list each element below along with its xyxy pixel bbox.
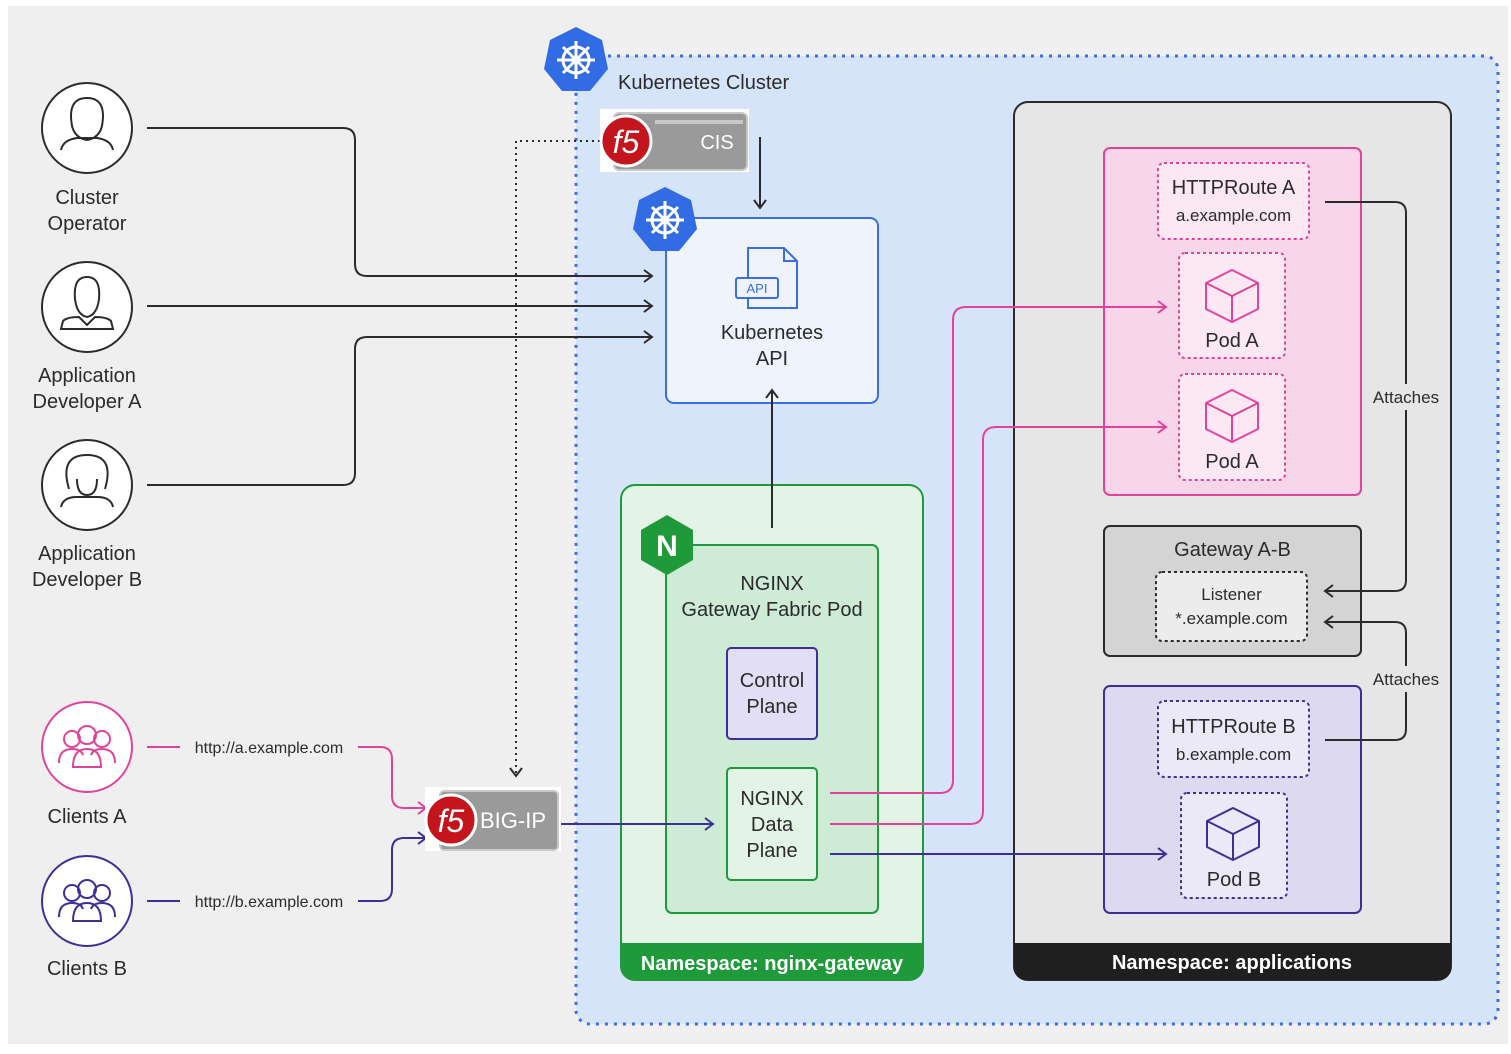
dev-b-to-api-line	[147, 330, 654, 486]
clients-b-icon	[41, 855, 133, 947]
httproute-a-host: a.example.com	[1175, 206, 1292, 225]
cluster-title: Kubernetes Cluster	[618, 72, 790, 94]
attaches-label-b: Attaches	[1373, 670, 1439, 689]
cluster-operator-icon	[41, 82, 133, 174]
f5-bigip-badge: BIG-IP f5	[424, 787, 561, 851]
applications-namespace-label: Namespace: applications	[1112, 952, 1352, 974]
kubernetes-api-icon	[633, 187, 697, 251]
cluster-operator-label: Cluster Operator	[47, 187, 127, 235]
svg-text:f5: f5	[438, 803, 465, 839]
pod-b-label: Pod B	[1206, 869, 1262, 891]
bigip-label: BIG-IP	[480, 808, 546, 833]
f5-logo-icon	[599, 114, 653, 168]
ngf-pod-title: NGINX Gateway Fabric Pod	[681, 573, 863, 621]
f5-logo-icon	[424, 793, 478, 847]
svg-text:N: N	[656, 530, 678, 563]
data-plane-box	[726, 767, 818, 881]
httproute-b-box	[1157, 700, 1310, 778]
app-developer-b-icon	[41, 439, 133, 531]
clients-a-to-bigip-line	[358, 746, 428, 815]
dataplane-to-pod-a-1-line	[830, 300, 1168, 794]
httproute-b-host: b.example.com	[1175, 745, 1292, 764]
kubernetes-cluster-icon	[544, 27, 608, 91]
f5-cis-badge: CIS f5	[599, 109, 749, 172]
pod-b-cube-icon	[1206, 807, 1260, 861]
operator-to-api-line	[147, 127, 654, 283]
kubernetes-api-box	[665, 217, 879, 404]
data-plane-label: NGINX Data Plane	[740, 788, 804, 862]
nginx-gateway-namespace-bar	[621, 943, 923, 980]
app-developer-a-label: Application Developer A	[32, 365, 142, 413]
app-developer-b-label: Application Developer B	[31, 543, 143, 591]
clients-a-icon	[41, 701, 133, 793]
api-document-icon: API	[735, 247, 798, 309]
pod-a-2-cube-icon	[1205, 389, 1259, 443]
applications-namespace-bar	[1014, 943, 1451, 980]
app-developer-a-icon	[41, 261, 133, 353]
clients-b-to-bigip-line	[358, 831, 428, 902]
pod-a-1-cube-icon	[1205, 269, 1259, 323]
httproute-b-title: HTTPRoute B	[1171, 716, 1296, 738]
control-plane-box	[726, 647, 818, 740]
control-plane-label: Control Plane	[739, 670, 805, 718]
url-b-label: http://b.example.com	[195, 894, 344, 911]
cis-to-bigip-line	[509, 140, 600, 778]
listener-title: Listener	[1201, 585, 1262, 604]
httproute-a-title: HTTPRoute A	[1171, 177, 1296, 199]
listener-box	[1155, 571, 1308, 642]
clients-a-label: Clients A	[47, 806, 127, 828]
cis-label: CIS	[700, 132, 733, 154]
url-a-label: http://a.example.com	[195, 740, 344, 757]
svg-text:f5: f5	[613, 124, 640, 160]
nginx-logo-icon: N	[641, 515, 693, 575]
pod-a-2-label: Pod A	[1205, 451, 1259, 473]
pod-a-1-label: Pod A	[1205, 330, 1259, 352]
kubernetes-api-label: Kubernetes API	[720, 322, 824, 370]
dataplane-to-pod-a-2-line	[830, 420, 1168, 825]
listener-host: *.example.com	[1175, 609, 1288, 628]
api-icon-label: API	[747, 281, 768, 296]
nginx-gateway-namespace-label: Namespace: nginx-gateway	[641, 953, 904, 975]
gateway-title: Gateway A-B	[1174, 539, 1291, 561]
attaches-label-a: Attaches	[1373, 388, 1439, 407]
clients-b-label: Clients B	[46, 958, 128, 980]
httproute-a-box	[1157, 162, 1310, 240]
